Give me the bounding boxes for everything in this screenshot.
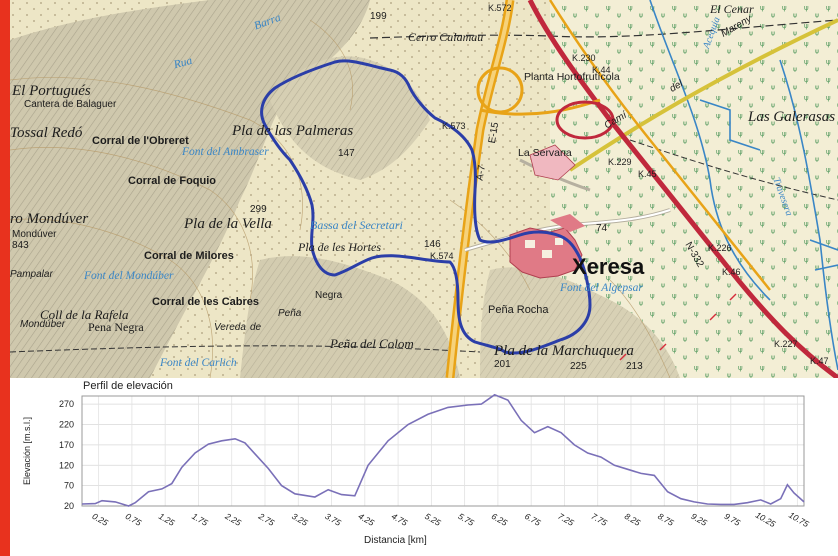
label-cantera: Cantera de Balaguer xyxy=(24,99,117,110)
x-axis-label: Distancia [km] xyxy=(364,535,427,546)
label-negra: Negra xyxy=(315,290,343,301)
label-penya-colom: Peña del Colom xyxy=(330,336,414,351)
label-k227: K.227 xyxy=(774,339,798,349)
x-tick-label: 1.25 xyxy=(157,511,177,528)
chart-grid xyxy=(82,396,804,507)
label-coll-rafela: Coll de la Rafela xyxy=(40,307,129,322)
label-pla-marchuquera: Pla de la Marchuquera xyxy=(494,343,634,359)
x-tick-label: 5.25 xyxy=(423,511,443,528)
x-tick-label: 4.25 xyxy=(357,511,377,528)
spot-height-213: 213 xyxy=(626,361,643,372)
plot-frame xyxy=(81,395,805,507)
x-ticks: 0.25 0.75 1.25 1.75 2.25 2.75 3.25 3.75 4.25 4.75… xyxy=(90,510,810,529)
x-tick-label: 10.25 xyxy=(754,510,778,529)
elevation-line xyxy=(81,393,805,507)
label-penya-negra: Pena Negra xyxy=(88,320,144,334)
label-pena: Peña xyxy=(278,308,302,319)
label-cerro-calamau: Cerro Calamau xyxy=(408,30,484,44)
x-tick-label: 6.75 xyxy=(523,511,543,528)
label-k230: K.230 xyxy=(572,53,596,63)
boundary-line xyxy=(369,19,838,39)
x-tick-label: 1.75 xyxy=(190,511,210,528)
x-tick-label: 5.75 xyxy=(456,511,476,528)
y-ticks: 20 70 120 170 220 270 xyxy=(59,399,74,511)
x-tick-label: 8.25 xyxy=(623,511,643,528)
railway xyxy=(527,0,838,378)
y-tick-label: 170 xyxy=(59,440,74,450)
y-tick-label: 270 xyxy=(59,399,74,409)
x-tick-label: 0.25 xyxy=(90,511,110,528)
label-mondaber: Mondúber xyxy=(20,319,66,330)
label-corral-foquio: Corral de Foquio xyxy=(128,175,216,187)
label-k44: K.44 xyxy=(592,65,611,75)
label-planta: Planta Hortofrutícola xyxy=(524,71,620,83)
map-canvas: ψ ψ xyxy=(10,0,838,378)
label-pla-hortes: Pla de les Hortes xyxy=(298,240,381,254)
label-vereda: Vereda xyxy=(214,322,246,333)
x-tick-label: 7.75 xyxy=(590,511,610,528)
x-tick-label: 2.25 xyxy=(223,510,243,528)
label-las-galerasas: Las Galerasas xyxy=(748,109,836,125)
x-tick-label: 3.25 xyxy=(290,511,310,528)
x-tick-label: 2.75 xyxy=(256,510,276,528)
x-tick-label: 6.25 xyxy=(490,511,510,528)
elevation-profile-panel: Perfil de elevación 20 70 120 170 220 270 0.2… xyxy=(10,378,838,556)
spot-height-146: 146 xyxy=(424,239,441,250)
label-pla-palmeras: Pla de las Palmeras xyxy=(232,123,354,139)
spot-height-74: 74 xyxy=(596,223,608,234)
y-tick-label: 220 xyxy=(59,420,74,430)
y-axis-label: Elevación [m.s.l.] xyxy=(22,417,32,485)
hiking-route xyxy=(260,59,592,355)
water-channel xyxy=(649,0,771,301)
label-mondiver: ro Mondúver xyxy=(10,211,89,227)
label-font-mondiber: Font del Mondúber xyxy=(84,270,174,282)
label-font-ambraser: Font del Ambraser xyxy=(182,146,269,158)
label-mondiver-small: Mondúver xyxy=(12,229,57,240)
label-k572: K.572 xyxy=(488,3,512,13)
label-k47: K.47 xyxy=(810,356,829,366)
x-tick-label: 9.75 xyxy=(723,511,743,528)
y-tick-label: 120 xyxy=(59,460,74,470)
label-font-carlich: Font del Carlich xyxy=(160,357,237,369)
spot-height-225: 225 xyxy=(570,361,587,372)
spot-height-299: 299 xyxy=(250,204,267,215)
yellow-road xyxy=(568,18,838,172)
x-tick-label: 7.25 xyxy=(556,511,576,528)
label-xeresa: Xeresa xyxy=(572,254,645,279)
x-tick-label: 3.75 xyxy=(323,511,343,528)
x-tick-label: 8.75 xyxy=(656,511,676,528)
label-k45: K.45 xyxy=(638,169,657,179)
label-pampalar: Pampalar xyxy=(10,269,53,280)
label-k574: K.574 xyxy=(430,251,454,261)
label-la-servana: La Servana xyxy=(518,147,572,159)
elevation-chart: 20 70 120 170 220 270 0.25 0.75 1.25 1.75 2.25 2.7… xyxy=(22,393,811,529)
label-penya-rocha: Peña Rocha xyxy=(488,304,549,316)
label-corral-obreret: Corral de l'Obreret xyxy=(92,135,189,147)
spot-height-201: 201 xyxy=(494,359,511,370)
label-pla-vella: Pla de la Vella xyxy=(184,216,272,232)
profile-title: Perfil de elevación xyxy=(83,380,173,392)
x-tick-label: 9.25 xyxy=(689,511,709,528)
label-font-algepsar: Font del Algepsar xyxy=(560,282,643,294)
topographic-map[interactable]: ψ ψ xyxy=(10,0,838,378)
label-el-portugues: El Portugués xyxy=(12,83,91,99)
label-k229: K.229 xyxy=(608,157,632,167)
label-k46: K.46 xyxy=(722,267,741,277)
label-k573: K.573 xyxy=(442,121,466,131)
label-spot-843: 843 xyxy=(12,240,29,251)
spot-height-199: 199 xyxy=(370,11,387,22)
x-tick-label: 4.75 xyxy=(390,511,410,528)
y-tick-label: 70 xyxy=(64,481,74,491)
label-bassa-secretari: Bassa del Secretari xyxy=(310,218,403,232)
label-k226: K.226 xyxy=(708,243,732,253)
label-corral-milores: Corral de Milores xyxy=(144,250,234,262)
label-el-cenar: El Cenar xyxy=(710,2,754,16)
y-tick-label: 20 xyxy=(64,501,74,511)
label-tossal-redo: Tossal Redó xyxy=(10,125,83,141)
label-de: de xyxy=(250,322,262,333)
x-tick-label: 0.75 xyxy=(124,511,144,528)
label-corral-cabres: Corral de les Cabres xyxy=(152,296,259,308)
spot-height-147: 147 xyxy=(338,148,355,159)
x-tick-label: 10.75 xyxy=(787,510,811,529)
